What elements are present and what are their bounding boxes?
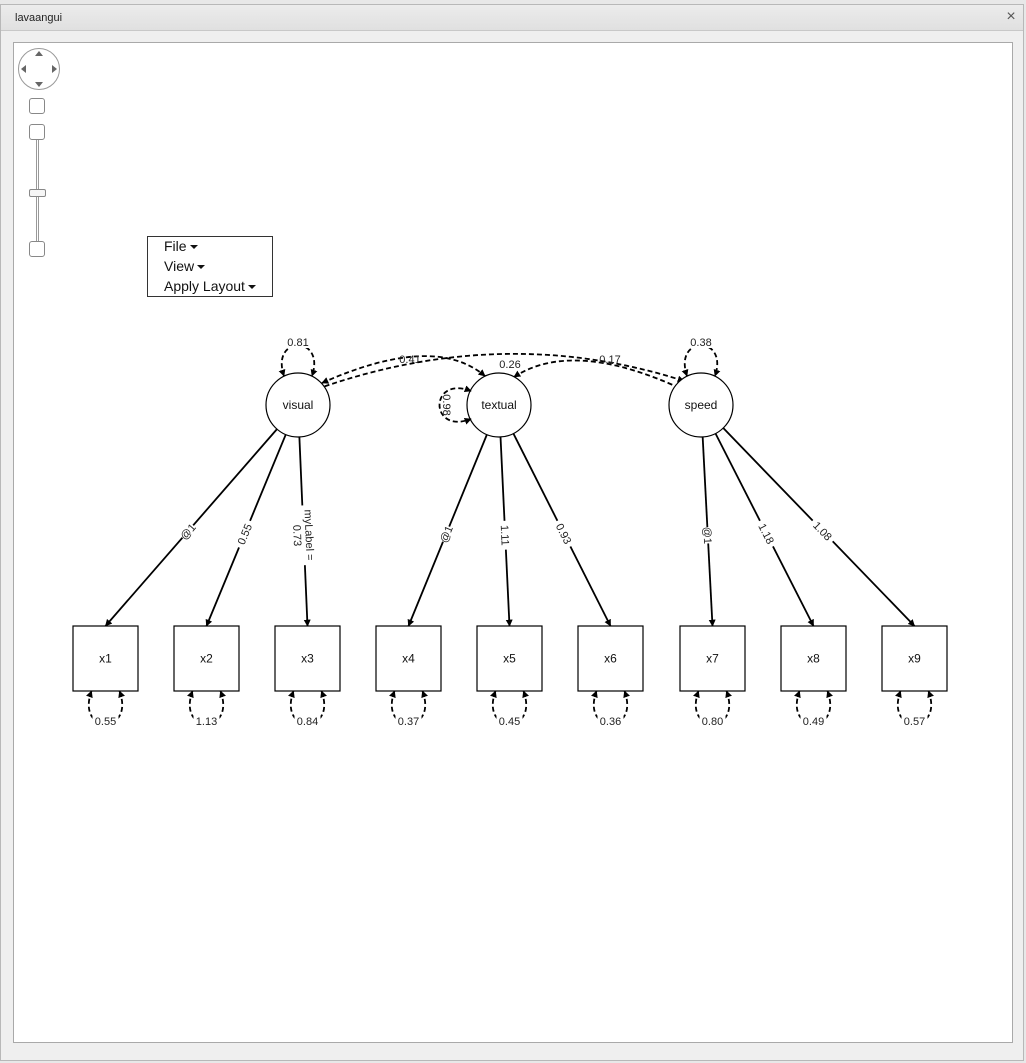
loading-label-line: 0.55 bbox=[236, 522, 255, 546]
loading-label: 1.11 bbox=[498, 525, 511, 546]
indicator-node-x5[interactable] bbox=[476, 625, 543, 692]
variance-loop[interactable] bbox=[438, 385, 472, 425]
pan-left-icon[interactable] bbox=[21, 65, 26, 73]
residual-label: 1.13 bbox=[196, 716, 217, 728]
menu-apply-layout-label: Apply Layout bbox=[164, 278, 245, 294]
diagram-menu: File View Apply Layout bbox=[147, 236, 273, 297]
zoom-out-button[interactable] bbox=[29, 241, 45, 257]
indicator-label: x1 bbox=[99, 652, 112, 666]
latent-label: textual bbox=[481, 398, 516, 412]
loading-label-line: 1.11 bbox=[498, 525, 511, 546]
residual-label: 0.55 bbox=[95, 716, 116, 728]
indicator-node-x6[interactable] bbox=[577, 625, 644, 692]
loading-label-line: myLabel = bbox=[302, 509, 316, 561]
loading-label-line: 0.73 bbox=[290, 525, 303, 547]
residual-label: 0.49 bbox=[803, 716, 824, 728]
residual-label-bg bbox=[395, 715, 422, 727]
indicator-label: x7 bbox=[706, 652, 719, 666]
zoom-in-button[interactable] bbox=[29, 124, 45, 140]
loading-label: @1 bbox=[700, 526, 713, 544]
pan-down-icon[interactable] bbox=[35, 82, 43, 87]
variance-loop[interactable] bbox=[278, 344, 318, 377]
loading-label: myLabel =0.73 bbox=[290, 509, 316, 561]
indicator-node-x3[interactable] bbox=[274, 625, 341, 692]
variance-label: 0.38 bbox=[690, 337, 711, 349]
indicator-label: x2 bbox=[200, 652, 213, 666]
caret-down-icon bbox=[197, 265, 206, 270]
loading-label-bg bbox=[289, 504, 318, 566]
variance-label: 0.81 bbox=[287, 337, 308, 349]
residual-label: 0.80 bbox=[702, 716, 723, 728]
residual-label-bg bbox=[901, 715, 928, 727]
variance-label-bg bbox=[285, 336, 311, 348]
reset-view-button[interactable] bbox=[29, 98, 45, 114]
residual-label: 0.37 bbox=[398, 716, 419, 728]
residual-label-bg bbox=[193, 715, 220, 727]
zoom-slider-handle[interactable] bbox=[29, 189, 46, 197]
residual-label-bg bbox=[92, 715, 119, 727]
pan-right-icon[interactable] bbox=[52, 65, 57, 73]
variance-label-bg bbox=[688, 336, 714, 348]
residual-label: 0.45 bbox=[499, 716, 520, 728]
indicator-label: x6 bbox=[604, 652, 617, 666]
loading-label: 0.55 bbox=[236, 522, 255, 546]
indicator-node-x4[interactable] bbox=[375, 625, 442, 692]
indicator-node-x1[interactable] bbox=[72, 625, 139, 692]
residual-label: 0.36 bbox=[600, 716, 621, 728]
residual-label: 0.84 bbox=[297, 716, 318, 728]
loading-label-bg bbox=[754, 517, 781, 550]
menu-file-label: File bbox=[164, 238, 187, 254]
loading-label-line: @1 bbox=[700, 526, 713, 544]
residual-label-bg bbox=[699, 715, 726, 727]
indicator-label: x3 bbox=[301, 652, 314, 666]
indicator-label: x5 bbox=[503, 652, 516, 666]
lavaangui-window: lavaangui × File View Apply Layout 0.41 0… bbox=[0, 4, 1024, 1061]
indicator-node-x8[interactable] bbox=[780, 625, 847, 692]
title-bar: lavaangui × bbox=[1, 5, 1023, 31]
menu-view-label: View bbox=[164, 258, 195, 274]
menu-apply-layout[interactable]: Apply Layout bbox=[164, 278, 256, 294]
pan-control[interactable] bbox=[18, 48, 60, 90]
covariance-label: 0.17 bbox=[599, 354, 620, 366]
loading-label-bg bbox=[231, 517, 256, 550]
loading-label-bg bbox=[435, 523, 455, 544]
latent-label: visual bbox=[283, 398, 314, 412]
indicator-label: x8 bbox=[807, 652, 820, 666]
covariance-arc[interactable] bbox=[316, 353, 685, 391]
residual-label-bg bbox=[800, 715, 827, 727]
close-icon[interactable]: × bbox=[1006, 8, 1016, 25]
pan-up-icon[interactable] bbox=[35, 51, 43, 56]
loading-label-bg bbox=[552, 517, 578, 550]
variance-loop[interactable] bbox=[681, 344, 721, 377]
covariance-arc[interactable] bbox=[321, 355, 486, 384]
diagram-canvas[interactable]: File View Apply Layout 0.41 0.26 0.17 @1 0.5… bbox=[13, 42, 1013, 1043]
residual-label-bg bbox=[597, 715, 624, 727]
indicator-label: x9 bbox=[908, 652, 921, 666]
residual-label-bg bbox=[496, 715, 523, 727]
indicator-label: x4 bbox=[402, 652, 415, 666]
residual-label: 0.57 bbox=[904, 716, 925, 728]
menu-file[interactable]: File bbox=[164, 238, 198, 254]
covariance-label: 0.26 bbox=[499, 359, 520, 371]
caret-down-icon bbox=[247, 285, 256, 290]
latent-label: speed bbox=[685, 398, 718, 412]
menu-view[interactable]: View bbox=[164, 258, 206, 274]
caret-down-icon bbox=[189, 245, 198, 250]
indicator-node-x9[interactable] bbox=[881, 625, 948, 692]
loading-label-bg bbox=[176, 520, 198, 542]
loading-label-bg bbox=[498, 520, 514, 550]
variance-label: 0.98 bbox=[440, 394, 452, 415]
loading-label-bg bbox=[808, 515, 839, 546]
covariance-label: 0.41 bbox=[399, 354, 420, 366]
covariance-arc[interactable] bbox=[513, 359, 687, 392]
residual-label-bg bbox=[294, 715, 321, 727]
loading-label-bg bbox=[701, 526, 717, 544]
window-title: lavaangui bbox=[15, 12, 63, 24]
